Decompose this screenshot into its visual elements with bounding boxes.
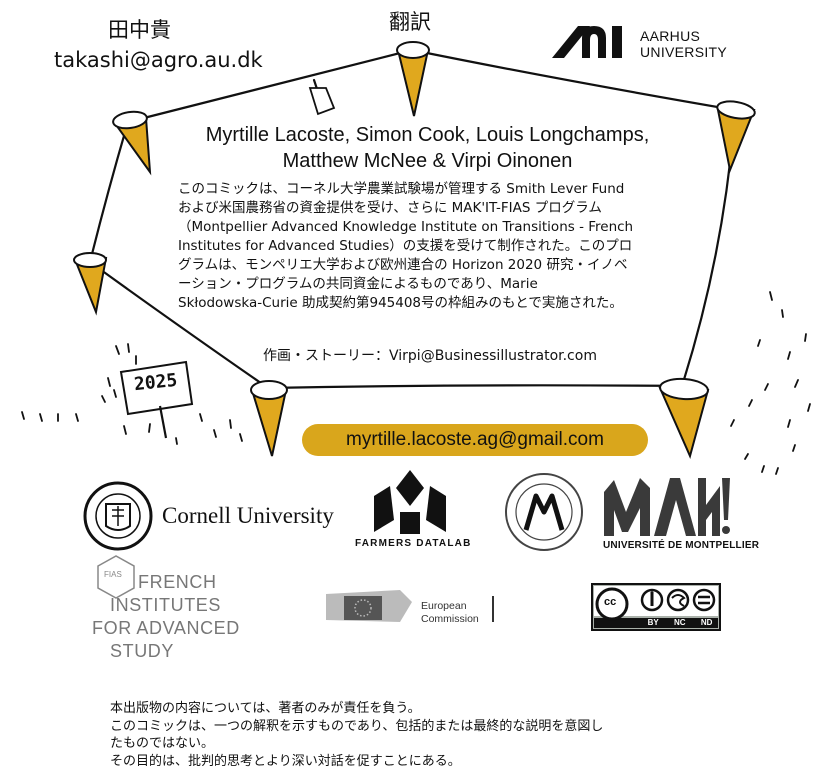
cornell-seal-icon — [83, 481, 153, 551]
fias-badge-label: FIAS — [104, 570, 122, 579]
fias-line: INSTITUTES — [110, 595, 222, 615]
european-commission-wordmark: European Commission — [421, 600, 479, 626]
cc-glyph: cc — [604, 596, 617, 608]
aarhus-line-2: UNIVERSITY — [640, 44, 728, 60]
fias-line: FRENCH — [138, 572, 217, 592]
disclaimer-line: 本出版物の内容については、著者のみが責任を負う。 — [110, 701, 421, 716]
body-line: ーション・プログラムの共同資金によるものであり、Marie — [178, 276, 538, 292]
aarhus-logo-icon — [552, 26, 622, 58]
avenir-seal-icon — [505, 473, 583, 551]
cone-top-right — [716, 100, 756, 174]
fias-line: STUDY — [110, 641, 175, 661]
sign-year: 2025 — [133, 369, 179, 396]
cc-label-nc: NC — [674, 618, 686, 627]
grass-marks — [21, 291, 811, 475]
cone-top-left — [112, 110, 152, 176]
body-line: Skłodowska-Curie 助成契約第945408号の枠組みのもとで実施さ… — [178, 295, 623, 311]
translator-name: 田中貴 — [108, 18, 171, 42]
farmers-datalab-icon — [374, 470, 446, 534]
disclaimer-line: その目的は、批判的思考とより深い対話を促すことにある。 — [110, 753, 461, 769]
makit-logo — [604, 478, 730, 536]
body-line: グラムは、モンペリエ大学および欧州連合の Horizon 2020 研究・イノベ — [178, 257, 628, 273]
disclaimer: 本出版物の内容については、著者のみが責任を負う。 このコミックは、一つの解釈を示… — [110, 700, 730, 770]
authors-line-2: Matthew McNee & Virpi Oinonen — [282, 150, 573, 172]
authors-heading: Myrtille Lacoste, Simon Cook, Louis Long… — [140, 122, 715, 174]
body-line: このコミックは、コーネル大学農業試験場が管理する Smith Lever Fun… — [178, 181, 625, 197]
hanging-tag — [308, 87, 336, 116]
disclaimer-line: たものではない。 — [110, 736, 215, 751]
aarhus-line-1: AARHUS — [640, 28, 701, 44]
cone-bottom-left — [250, 380, 288, 457]
body-line: （Montpellier Advanced Knowledge Institut… — [178, 219, 634, 235]
cc-license-badge — [591, 583, 721, 631]
illustration-credit: 作画・ストーリー：Virpi@Businessillustrator.com — [263, 348, 597, 364]
translation-label: 翻訳 — [389, 10, 431, 34]
cc-label-by: BY — [647, 618, 659, 627]
aarhus-university-wordmark: AARHUS UNIVERSITY — [640, 28, 727, 60]
contact-email-pill — [302, 424, 648, 456]
cc-label-nd: ND — [700, 618, 713, 627]
body-line: Institutes for Advanced Studies）の支援を受けて制… — [178, 238, 633, 254]
contact-email[interactable]: myrtille.lacoste.ag@gmail.com — [346, 429, 604, 450]
fias-badge-icon — [97, 555, 135, 599]
funding-statement: このコミックは、コーネル大学農業試験場が管理する Smith Lever Fun… — [178, 180, 700, 313]
authors-line-1: Myrtille Lacoste, Simon Cook, Louis Long… — [205, 124, 650, 146]
farmers-datalab-wordmark: FARMERS DATALAB — [355, 538, 472, 549]
ec-line-2: Commission — [421, 613, 479, 625]
european-commission-logo-icon — [326, 590, 494, 622]
disclaimer-line: このコミックは、一つの解釈を示すものであり、包括的または最終的な説明を意図し — [110, 718, 604, 734]
cone-top-center — [396, 41, 430, 117]
cone-left — [73, 252, 108, 316]
ec-line-1: European — [421, 600, 467, 612]
fias-line: FOR ADVANCED — [92, 618, 240, 638]
cornell-wordmark: Cornell University — [162, 503, 334, 528]
cone-bottom-right — [658, 377, 710, 459]
body-line: および米国農務省の資金提供を受け、さらに MAK'IT-FIAS プログラム — [178, 200, 602, 216]
fias-wordmark: FRENCH INSTITUTES FOR ADVANCED STUDY — [92, 571, 240, 663]
year-sign — [119, 360, 194, 439]
montpellier-wordmark: UNIVERSITÉ DE MONTPELLIER — [603, 540, 760, 551]
cc-labels: BY NC ND — [640, 618, 720, 627]
translator-email: takashi@agro.au.dk — [54, 48, 263, 72]
